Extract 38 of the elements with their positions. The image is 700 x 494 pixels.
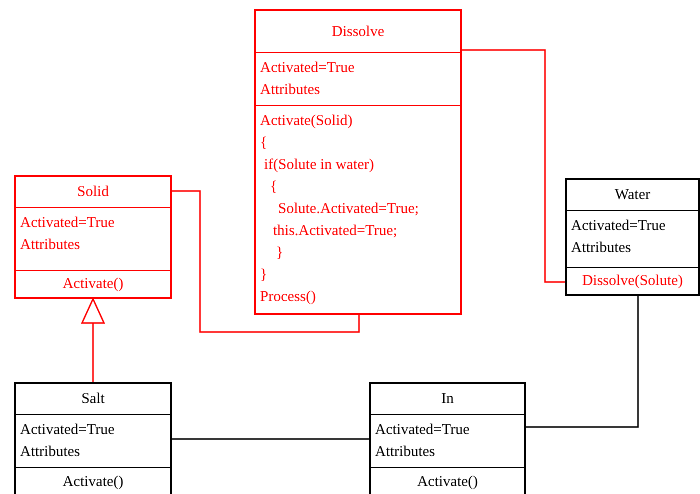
attribute-text: Activated=True bbox=[260, 59, 355, 78]
class-box bbox=[14, 382, 172, 494]
association-line bbox=[462, 49, 565, 283]
code-line: Activate(Solid) bbox=[260, 112, 352, 131]
attribute-text: Activated=True bbox=[20, 214, 115, 233]
class-box bbox=[565, 178, 700, 296]
code-line: Process() bbox=[260, 288, 316, 307]
association-line bbox=[172, 190, 360, 333]
code-line: { bbox=[270, 178, 278, 197]
class-name: In bbox=[441, 390, 454, 409]
attribute-text: Attributes bbox=[571, 239, 631, 258]
association-line bbox=[172, 438, 369, 440]
class-name: Salt bbox=[81, 390, 105, 409]
inheritance-arrow bbox=[81, 298, 105, 382]
method-text: Activate() bbox=[417, 473, 478, 492]
method-text: Dissolve(Solute) bbox=[582, 272, 683, 291]
attribute-text: Activated=True bbox=[20, 421, 115, 440]
class-box bbox=[14, 175, 172, 299]
class-box bbox=[369, 382, 526, 494]
code-line: } bbox=[276, 244, 284, 263]
class-name: Solid bbox=[77, 183, 109, 202]
code-line: { bbox=[260, 134, 268, 153]
attribute-text: Attributes bbox=[20, 236, 80, 255]
method-text: Activate() bbox=[62, 473, 124, 492]
attribute-text: Activated=True bbox=[571, 217, 666, 236]
attribute-text: Attributes bbox=[260, 81, 320, 100]
attribute-text: Activated=True bbox=[375, 421, 470, 440]
code-line: if(Solute in water) bbox=[264, 156, 374, 175]
class-name: Water bbox=[614, 186, 650, 205]
code-line: this.Activated=True; bbox=[273, 222, 398, 241]
class-box bbox=[254, 9, 462, 315]
code-line: } bbox=[260, 266, 268, 285]
association-line bbox=[526, 296, 639, 428]
attribute-text: Attributes bbox=[20, 443, 80, 462]
class-name: Dissolve bbox=[332, 22, 384, 42]
method-text: Activate() bbox=[62, 275, 124, 294]
code-line: Solute.Activated=True; bbox=[278, 200, 419, 219]
attribute-text: Attributes bbox=[375, 443, 435, 462]
